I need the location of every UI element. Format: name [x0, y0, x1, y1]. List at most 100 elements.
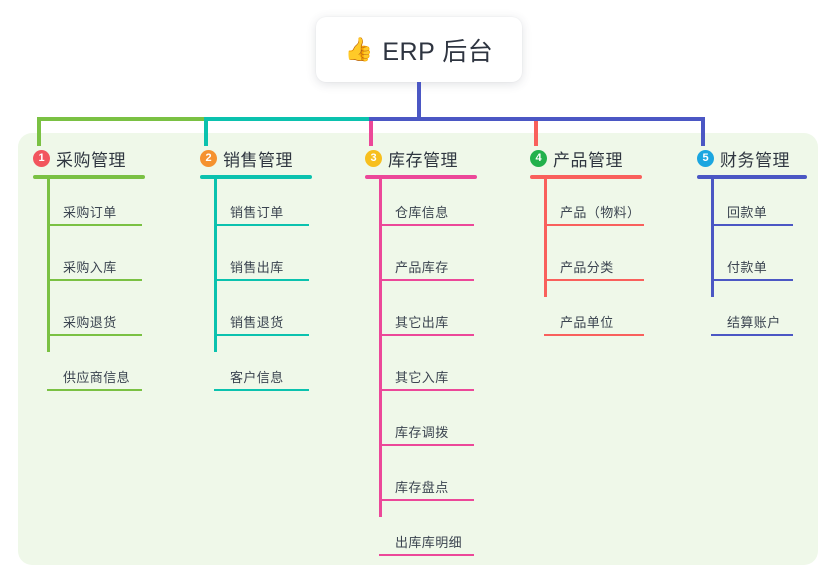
branch-title: 财务管理 [720, 150, 790, 170]
branch-item-underline [544, 334, 644, 336]
branch-item[interactable]: 出库库明细 [365, 509, 477, 564]
branch-item-underline [214, 279, 309, 281]
branch-item-list: 仓库信息产品库存其它出库其它入库库存调拨库存盘点出库库明细 [365, 179, 477, 564]
branch-item-label: 采购退货 [63, 315, 117, 330]
branch-item-underline [379, 444, 474, 446]
branch-item-underline [379, 224, 474, 226]
root-node[interactable]: 👍 ERP 后台 [316, 17, 522, 82]
branch-item-label: 客户信息 [230, 370, 284, 385]
branch-item-list: 销售订单销售出库销售退货客户信息 [200, 179, 312, 399]
branch-item-underline [379, 554, 474, 556]
branch-item[interactable]: 产品（物料） [530, 179, 644, 234]
branch-item-underline [214, 389, 309, 391]
branch-item-underline [711, 279, 793, 281]
branch-item[interactable]: 产品分类 [530, 234, 644, 289]
branch-column-4: 4 产品管理产品（物料） 产品分类产品单位 [530, 146, 644, 344]
branch-number-badge: 4 [530, 149, 547, 167]
root-drop-line [417, 82, 421, 121]
branch-header-5[interactable]: 5 财务管理 [697, 146, 807, 170]
branch-spine [711, 179, 714, 297]
branch-number-badge: 5 [697, 149, 714, 167]
branch-item-underline [47, 224, 142, 226]
branch-item-list: 回款单付款单结算账户 [697, 179, 807, 344]
branch-header-2[interactable]: 2 销售管理 [200, 146, 312, 170]
branch-item[interactable]: 采购入库 [33, 234, 145, 289]
branch-header-rule [365, 175, 477, 179]
branch-item-label: 库存调拨 [395, 425, 449, 440]
branch-item[interactable]: 其它入库 [365, 344, 477, 399]
branch-header-rule [530, 175, 642, 179]
branch-item-underline [47, 279, 142, 281]
branch-item-underline [544, 279, 644, 281]
branch-item-underline [379, 499, 474, 501]
branch-item-label: 销售订单 [230, 205, 284, 220]
branch-item-list: 采购订单采购入库采购退货供应商信息 [33, 179, 145, 399]
branch-item-label: 库存盘点 [395, 480, 449, 495]
branch-item-underline [379, 389, 474, 391]
branch-item[interactable]: 产品单位 [530, 289, 644, 344]
branch-item-label: 付款单 [727, 260, 768, 275]
branch-item[interactable]: 销售出库 [200, 234, 312, 289]
branch-item[interactable]: 付款单 [697, 234, 807, 289]
branch-stub-4 [534, 121, 538, 146]
branch-item-underline [214, 334, 309, 336]
branch-item-underline [379, 279, 474, 281]
root-node-title: ERP 后台 [382, 37, 494, 66]
branch-item-label: 销售退货 [230, 315, 284, 330]
branch-item[interactable]: 库存盘点 [365, 454, 477, 509]
branch-item[interactable]: 产品库存 [365, 234, 477, 289]
branch-item[interactable]: 库存调拨 [365, 399, 477, 454]
branch-number-badge: 3 [365, 149, 382, 167]
branch-stub-3 [369, 121, 373, 146]
branch-header-rule [697, 175, 807, 179]
branch-item-label: 产品库存 [395, 260, 449, 275]
branch-item-label: 回款单 [727, 205, 768, 220]
branch-item-underline [47, 334, 142, 336]
branch-column-5: 5 财务管理回款单付款单结算账户 [697, 146, 807, 344]
branch-item-list: 产品（物料） 产品分类产品单位 [530, 179, 644, 344]
branch-item-label: 采购订单 [63, 205, 117, 220]
branch-item[interactable]: 销售退货 [200, 289, 312, 344]
branch-item-label: 产品单位 [560, 315, 614, 330]
branch-item-underline [711, 334, 793, 336]
branch-header-rule [33, 175, 145, 179]
branch-item[interactable]: 结算账户 [697, 289, 807, 344]
branch-item-label: 结算账户 [727, 315, 781, 330]
branch-spine [214, 179, 217, 352]
branch-item-label: 产品（物料） [560, 205, 641, 220]
branch-item[interactable]: 销售订单 [200, 179, 312, 234]
branch-item[interactable]: 回款单 [697, 179, 807, 234]
branch-item-underline [379, 334, 474, 336]
branch-number-badge: 1 [33, 149, 50, 167]
branch-item-label: 供应商信息 [63, 370, 131, 385]
branch-item[interactable]: 其它出库 [365, 289, 477, 344]
branch-header-4[interactable]: 4 产品管理 [530, 146, 642, 170]
branch-item-underline [214, 224, 309, 226]
branch-header-rule [200, 175, 312, 179]
branch-item[interactable]: 采购退货 [33, 289, 145, 344]
connector-segment-2 [204, 117, 373, 121]
branch-item[interactable]: 仓库信息 [365, 179, 477, 234]
branch-column-2: 2 销售管理销售订单销售出库销售退货客户信息 [200, 146, 312, 399]
branch-item[interactable]: 客户信息 [200, 344, 312, 399]
branch-item-label: 出库库明细 [395, 535, 463, 550]
branch-title: 产品管理 [553, 150, 623, 170]
branch-item-underline [544, 224, 644, 226]
connector-segment-1 [37, 117, 208, 121]
branch-spine [47, 179, 50, 352]
branch-title: 销售管理 [223, 150, 293, 170]
branch-item-label: 产品分类 [560, 260, 614, 275]
branch-spine [544, 179, 547, 297]
branch-item-label: 采购入库 [63, 260, 117, 275]
branch-item[interactable]: 采购订单 [33, 179, 145, 234]
diagram-panel [18, 133, 818, 565]
branch-item-label: 仓库信息 [395, 205, 449, 220]
branch-stub-2 [204, 121, 208, 146]
branch-item[interactable]: 供应商信息 [33, 344, 145, 399]
branch-number-badge: 2 [200, 149, 217, 167]
